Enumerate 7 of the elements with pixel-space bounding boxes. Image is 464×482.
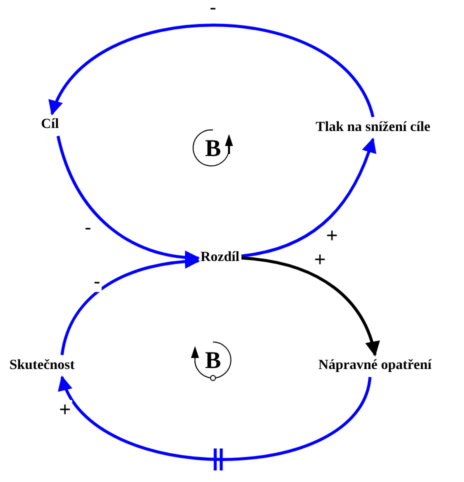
variable-label: Nápravné opatření <box>318 357 432 375</box>
variable-label: Skutečnost <box>9 357 75 375</box>
variable-label: Tlak na snížení cíle <box>316 119 430 137</box>
variable-label: Cíl <box>41 116 59 134</box>
loop-type-label: B <box>205 349 221 373</box>
loop-type-label: B <box>205 137 221 161</box>
variable-label: Rozdíl <box>200 249 240 267</box>
